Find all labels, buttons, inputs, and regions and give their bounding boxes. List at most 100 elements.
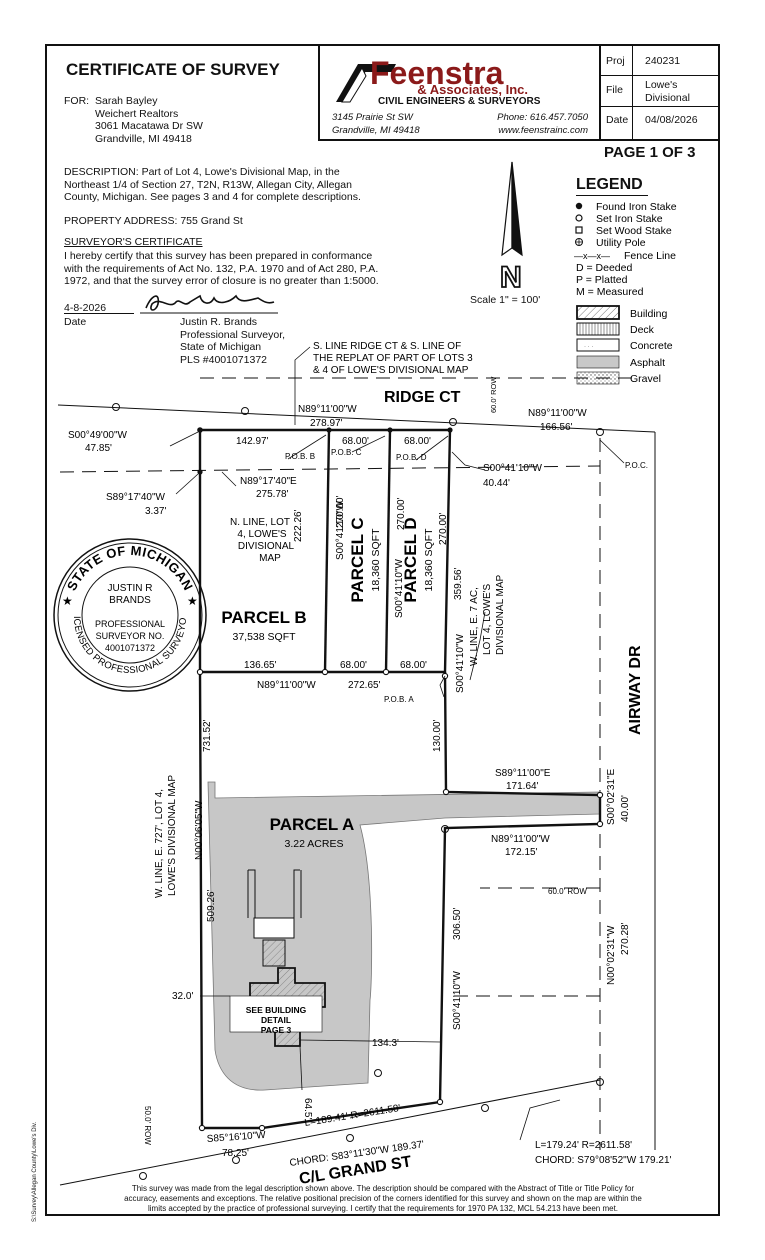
- map-dimension-label: N00°06'05"W: [194, 800, 205, 860]
- map-dimension-label: L=179.24' R=2611.58': [535, 1140, 632, 1151]
- map-dimension-label: W. LINE, E. 727', LOT 4,: [154, 789, 165, 898]
- map-dimension-label: 306.50': [452, 907, 463, 940]
- map-dimension-label: 270.00': [335, 495, 346, 528]
- file-label: File: [606, 84, 623, 96]
- header-divider: [632, 46, 633, 140]
- map-dimension-label: S00°41'10"W: [455, 634, 466, 693]
- parcel-d-area: 18,360 SQFT: [423, 528, 435, 592]
- header-divider: [318, 139, 720, 141]
- map-dimension-label: 134.3': [372, 1038, 399, 1049]
- ridge-note: & 4 OF LOWE'S DIVISIONAL MAP: [313, 365, 469, 376]
- found-iron-icon: [575, 202, 583, 210]
- map-dimension-label: 142.97': [236, 436, 269, 447]
- pob-c-label: P.O.B. C: [331, 448, 362, 457]
- map-dimension-label: S00°41'10"W: [483, 463, 542, 474]
- nline-note: 4, LOWE'S: [237, 529, 286, 540]
- seal-surveyor: SURVEYOR NO.: [96, 631, 165, 641]
- certificate-heading: SURVEYOR'S CERTIFICATE: [64, 236, 203, 248]
- parcel-c-area: 18,360 SQFT: [370, 528, 382, 592]
- date-rule: [64, 313, 134, 314]
- parcel-c-label: PARCEL C: [348, 517, 367, 602]
- nline-note: DIVISIONAL: [238, 541, 295, 552]
- map-dimension-label: S00°41'10"W: [394, 559, 405, 618]
- map-dimension-label: LOT 4, LOWE'S: [482, 583, 493, 655]
- seal-name1: JUSTIN R: [108, 583, 153, 594]
- concrete-swatch: [576, 338, 620, 352]
- poc-label: P.O.C.: [625, 461, 648, 470]
- company-phone: Phone: 616.457.7050: [497, 112, 589, 123]
- map-dimension-label: 136.65': [244, 660, 277, 671]
- building-note: DETAIL: [261, 1015, 291, 1025]
- building: [229, 869, 326, 1047]
- legend-item: Fence Line: [624, 250, 676, 262]
- map-dimension-label: 166.56': [540, 422, 573, 433]
- proj-value: 240231: [645, 55, 681, 67]
- company-logo-block: Feenstra & Associates, Inc. CIVIL ENGINE…: [318, 46, 600, 140]
- client-company: Weichert Realtors: [95, 107, 179, 120]
- map-dimension-label: N89°11'00"W: [257, 680, 316, 691]
- legend-material: Gravel: [630, 373, 661, 385]
- map-dimension-label: 270.00': [396, 497, 407, 530]
- row-grand-label: 50.0' ROW: [143, 1106, 152, 1145]
- set-iron-icon: [575, 214, 583, 222]
- map-dimension-label: 130.00': [432, 719, 443, 752]
- footer-line: accuracy, easements and exceptions. The …: [124, 1194, 642, 1203]
- pob-b-label: P.O.B. B: [285, 452, 315, 461]
- row-ridge-label: 60.0' ROW: [489, 376, 498, 413]
- signature-date: 4-8-2026: [64, 302, 107, 314]
- map-dimension-label: 509.26': [206, 889, 217, 922]
- signer-line: State of Michigan: [180, 341, 262, 353]
- pob-d-label: P.O.B. D: [396, 453, 427, 462]
- legend-item: Set Wood Stake: [596, 225, 672, 237]
- map-dimension-label: 68.00': [400, 660, 427, 671]
- legend-underline: [576, 195, 648, 196]
- date-label: Date: [606, 114, 629, 126]
- signature: [140, 294, 278, 314]
- legend-material: Concrete: [630, 340, 673, 352]
- row-airway-label: 60.0' ROW: [548, 887, 587, 896]
- footer-line: This survey was made from the legal desc…: [131, 1184, 635, 1193]
- map-dimension-label: 222.26': [293, 509, 304, 542]
- description-line: Northeast 1/4 of Section 27, T2N, R13W, …: [64, 178, 352, 191]
- legend-item: Found Iron Stake: [596, 201, 677, 213]
- svg-text:★: ★: [187, 594, 198, 608]
- map-dimension-label: 64.5': [302, 1098, 313, 1119]
- grand-centerline: [59, 1079, 601, 1186]
- header-divider: [599, 75, 720, 76]
- map-dimension-label: 172.15': [505, 847, 538, 858]
- map-dimension-label: 278.97': [310, 418, 343, 429]
- ridge-ct-label: RIDGE CT: [384, 389, 461, 406]
- description-line: County, Michigan. See pages 3 and 4 for …: [64, 191, 361, 203]
- parcel-b-label: PARCEL B: [221, 608, 306, 627]
- certificate-line: I hereby certify that this survey has be…: [64, 250, 373, 262]
- map-dimension-label: S00°41'10"W: [335, 501, 346, 560]
- file-value-1: Lowe's: [645, 79, 678, 91]
- map-dimension-label: DIVISIONAL MAP: [495, 574, 506, 655]
- map-dimension-label: W. LINE, E. 7 AC,: [469, 587, 480, 666]
- header-divider: [599, 106, 720, 107]
- map-dimension-label: 40.00': [620, 795, 631, 822]
- ridge-centerline: [57, 404, 656, 433]
- footer-line: limits accepted by the practice of profe…: [147, 1204, 619, 1213]
- map-dimension-label: 171.64': [506, 781, 539, 792]
- date-value: 04/08/2026: [645, 114, 698, 126]
- map-dimension-label: N89°17'40"E: [240, 476, 297, 487]
- signer-line: PLS #4001071372: [180, 353, 267, 366]
- map-dimension-label: S89°17'40"W: [106, 492, 165, 503]
- certificate-text: I hereby certify that this survey has be…: [64, 250, 379, 288]
- signer-line: Justin R. Brands: [180, 316, 258, 328]
- parcel-a-area: 3.22 ACRES: [285, 838, 344, 850]
- company-address2: Grandville, MI 49418: [332, 125, 420, 136]
- svg-text:★: ★: [62, 594, 73, 608]
- map-dimension-label: 68.00': [342, 436, 369, 447]
- map-dimension-label: N89°11'00"W: [491, 834, 550, 845]
- wood-stake-icon: [575, 226, 583, 234]
- legend-material: Deck: [630, 324, 655, 336]
- description-block: DESCRIPTION: Part of Lot 4, Lowe's Divis…: [64, 166, 361, 204]
- legend-abbr: M = Measured: [576, 286, 644, 298]
- signer-line: Professional Surveyor,: [180, 328, 286, 341]
- map-dimension-label: 3.37': [145, 506, 166, 517]
- legend-item: Set Iron Stake: [596, 213, 663, 225]
- building-note: SEE BUILDING: [246, 1005, 307, 1015]
- map-dimension-label: 275.78': [256, 489, 289, 500]
